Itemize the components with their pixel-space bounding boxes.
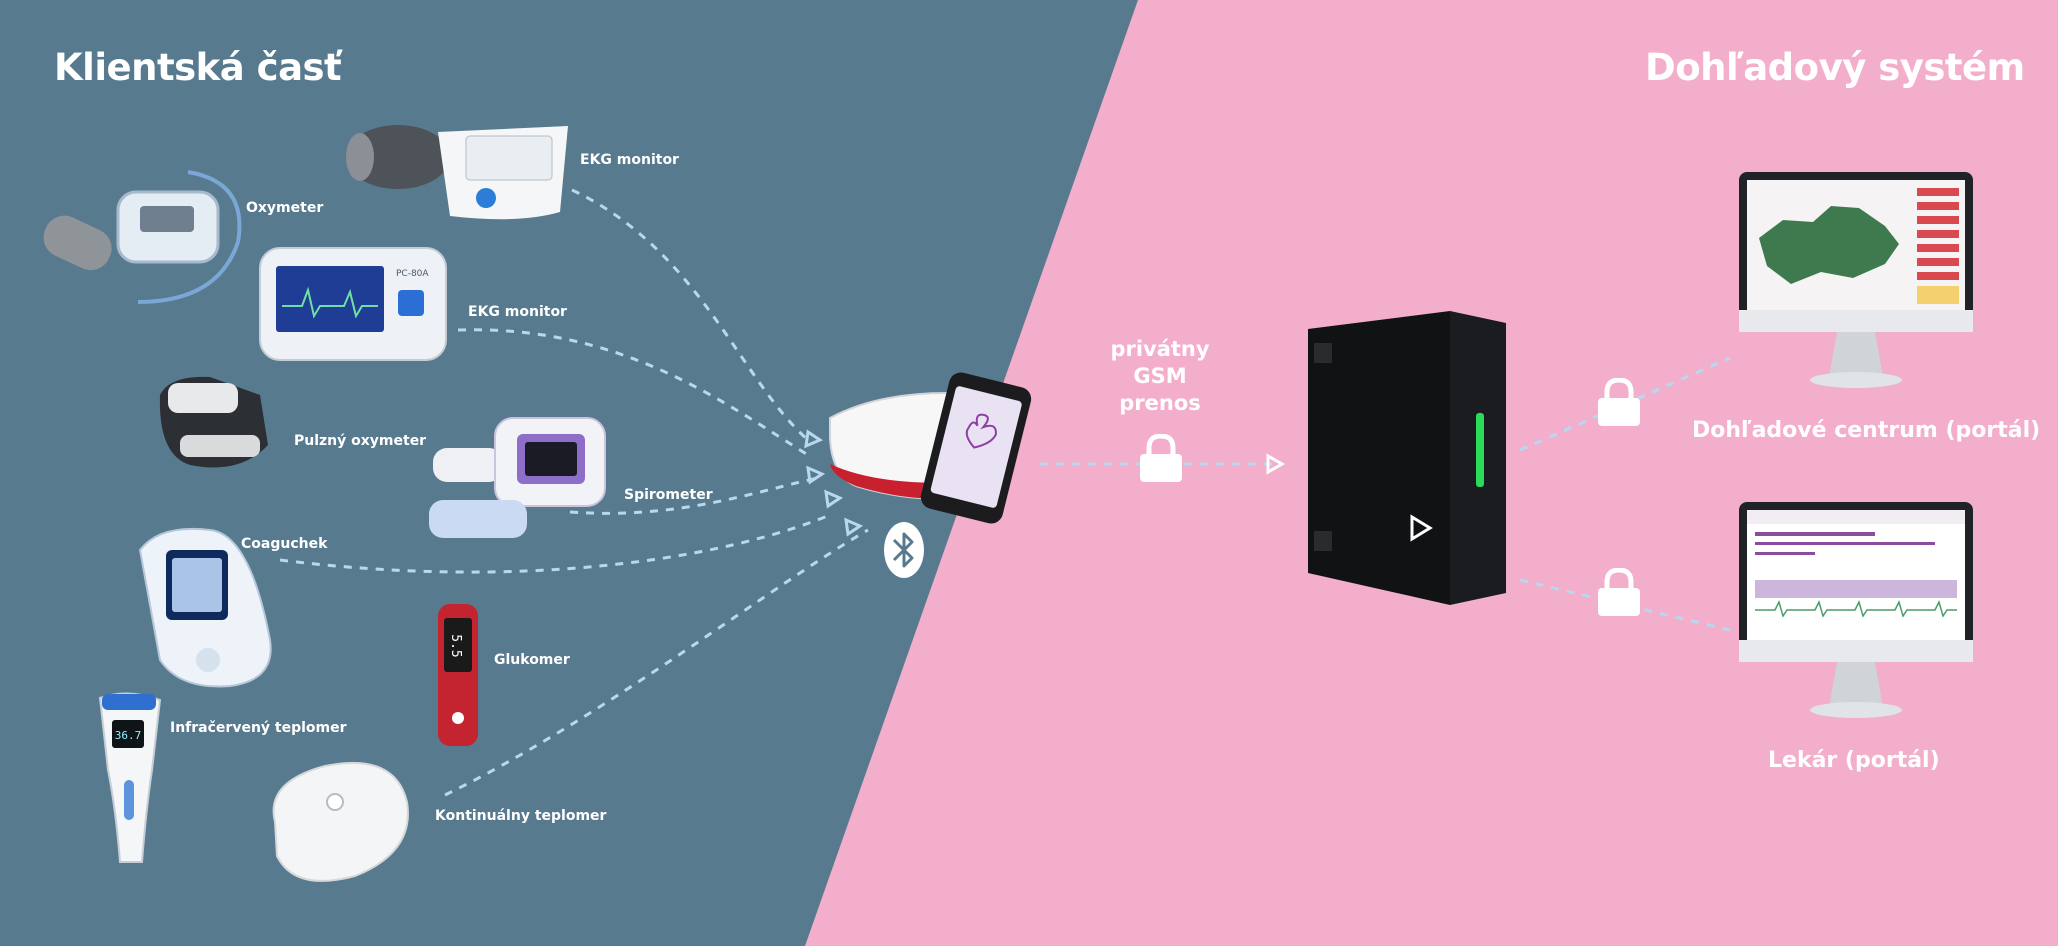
gsm-line-2: GSM <box>1133 364 1187 388</box>
monitoring-system-title: Dohľadový systém <box>1645 46 2025 89</box>
doctor-portal-lock-icon <box>1598 568 1640 616</box>
center-portal-lock-icon <box>1598 378 1640 426</box>
connector-ekg-handheld <box>457 328 809 457</box>
connector-thermometer <box>444 528 869 797</box>
doctor-monitor-image <box>1739 502 1973 718</box>
gateway-with-smartphone-image <box>829 372 1032 524</box>
coaguchek-image <box>138 527 272 688</box>
connector-spirometer <box>569 476 819 515</box>
pulse-oxymeter-label: Pulzný oxymeter <box>294 433 427 449</box>
connector-ekg-top <box>571 188 809 442</box>
spirometer-label: Spirometer <box>624 487 713 503</box>
gsm-transmission-label: privátny GSM prenos <box>1090 336 1230 417</box>
thermometer-reading: 36.7 <box>115 729 142 742</box>
coaguchek-label: Coaguchek <box>241 536 328 552</box>
infrared-thermometer-image: 36.7 <box>98 692 162 863</box>
gsm-line-3: prenos <box>1119 391 1201 415</box>
glukomer-label: Glukomer <box>494 652 570 668</box>
continuous-thermometer-image <box>272 762 409 882</box>
blood-pressure-monitor-image <box>346 125 568 220</box>
client-side-title: Klientská časť <box>54 46 342 89</box>
glucometer-image: 5.5 <box>438 604 478 746</box>
connector-coaguchek <box>279 513 831 574</box>
ekg-model-text: PC-80A <box>396 269 429 279</box>
server-play-icon <box>1410 514 1433 542</box>
ekg-monitor-top-label: EKG monitor <box>580 152 679 168</box>
bluetooth-icon <box>884 522 924 578</box>
glucometer-reading: 5.5 <box>448 634 463 657</box>
pulse-oxymeter-image <box>159 376 268 468</box>
server-image <box>1308 311 1506 605</box>
oxymeter-label: Oxymeter <box>246 200 324 216</box>
wrist-oxymeter-image <box>43 170 242 304</box>
connector-doctor-portal <box>1519 578 1731 632</box>
gsm-lock-icon <box>1140 434 1182 482</box>
continuous-thermometer-label: Kontinuálny teplomer <box>435 808 607 824</box>
spirometer-image <box>429 417 606 538</box>
infrared-thermometer-label: Infračervený teplomer <box>170 720 347 736</box>
arrowheads <box>804 429 1286 537</box>
ekg-monitor-handheld-label: EKG monitor <box>468 304 567 320</box>
handheld-ekg-image: PC-80A <box>259 247 447 361</box>
gsm-line-1: privátny <box>1110 337 1210 361</box>
monitoring-center-label: Dohľadové centrum (portál) <box>1692 418 2041 443</box>
doctor-portal-label: Lekár (portál) <box>1768 748 1940 773</box>
monitoring-center-monitor-image <box>1739 172 1973 388</box>
